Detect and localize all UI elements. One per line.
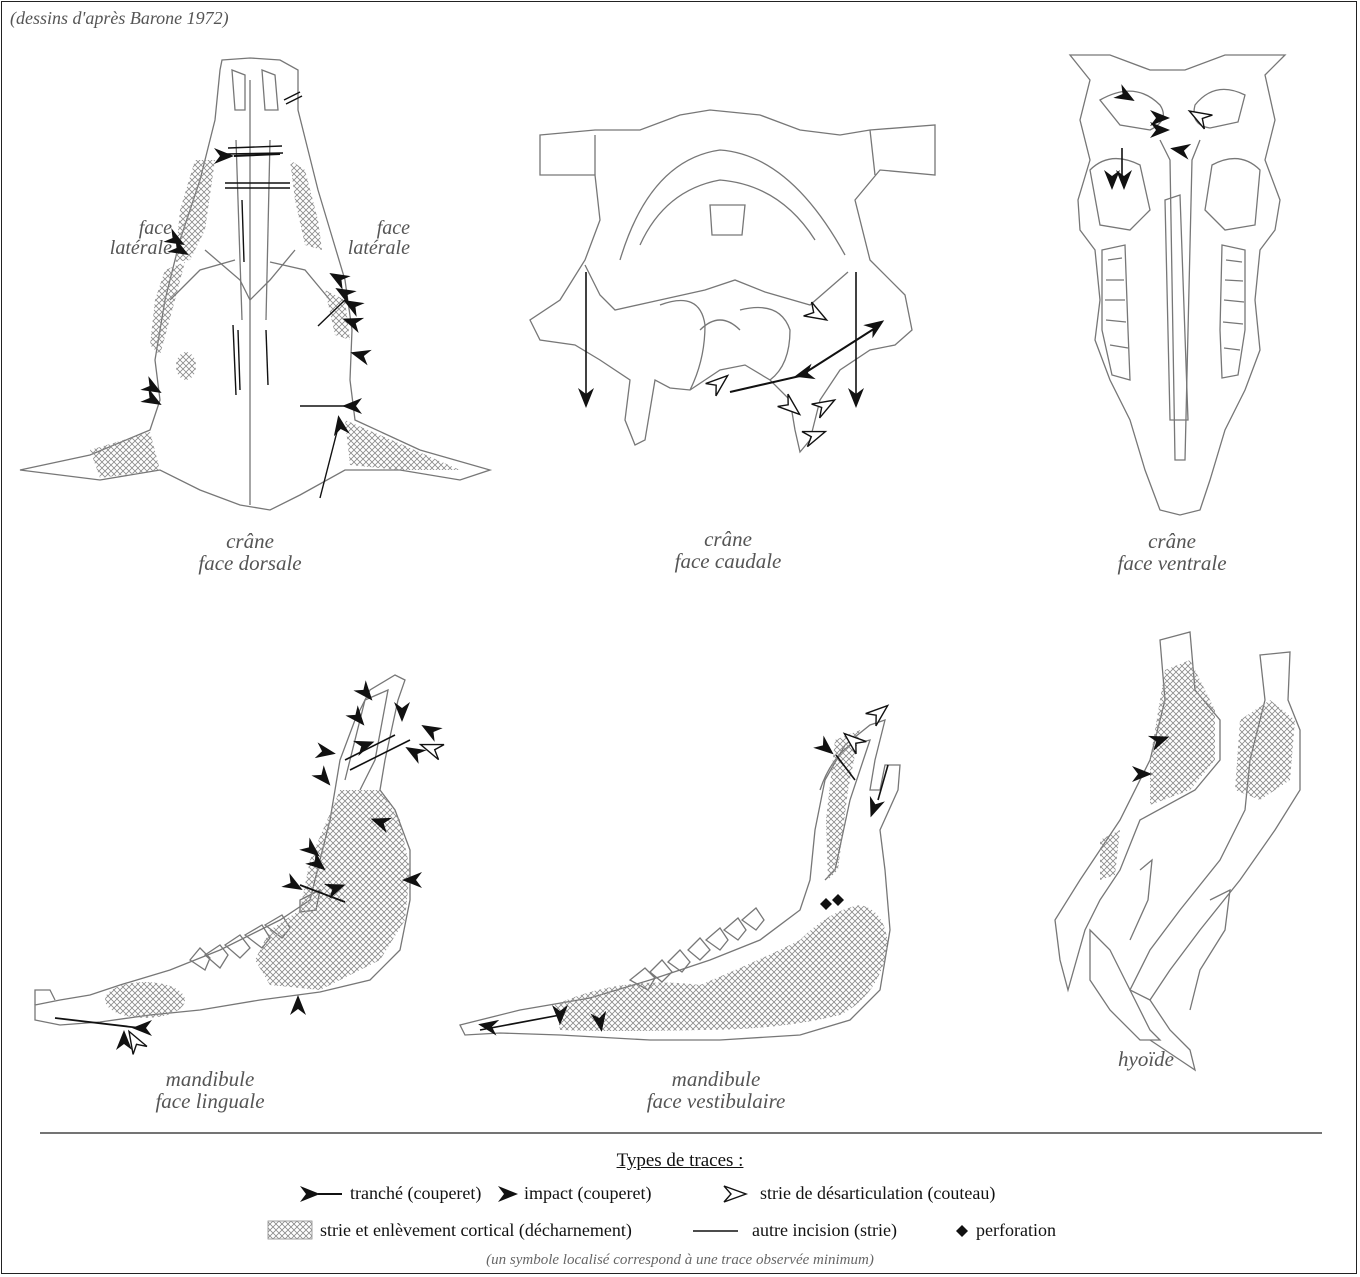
legend-label-disarticulation: strie de désarticulation (couteau) [760,1183,995,1204]
legend-label-chop: tranché (couperet) [350,1183,481,1204]
perforation-mark-2 [832,894,844,906]
perforation-mark-1 [820,898,832,910]
caption-hyoid: hyoïde [1016,1048,1276,1070]
legend-symbol-hatch [268,1221,312,1239]
mandible-lingual-hatching [105,790,410,1018]
skull-dorsal-drawing [20,58,490,510]
skull-ventral-marks [1104,84,1212,190]
skull-ventral-drawing [1070,55,1285,515]
legend-title: Types de traces : [0,1150,1360,1172]
legend-label-incision: autre incision (strie) [752,1220,897,1241]
legend-note: (un symbole localisé correspond à une tr… [0,1252,1360,1269]
legend-label-defleshing: strie et enlèvement cortical (décharneme… [320,1220,632,1241]
skull-caudal-drawing [530,110,935,452]
legend-symbol-impact [498,1186,518,1202]
legend-label-perforation: perforation [976,1220,1056,1241]
legend-symbol-chop [300,1186,342,1202]
skull-dorsal-hatching [90,160,460,478]
legend-symbol-knife [724,1186,746,1202]
mandible-vestibular-hatching [555,730,888,1031]
legend-label-impact: impact (couperet) [524,1183,651,1204]
legend-symbol-perforation [956,1225,968,1237]
